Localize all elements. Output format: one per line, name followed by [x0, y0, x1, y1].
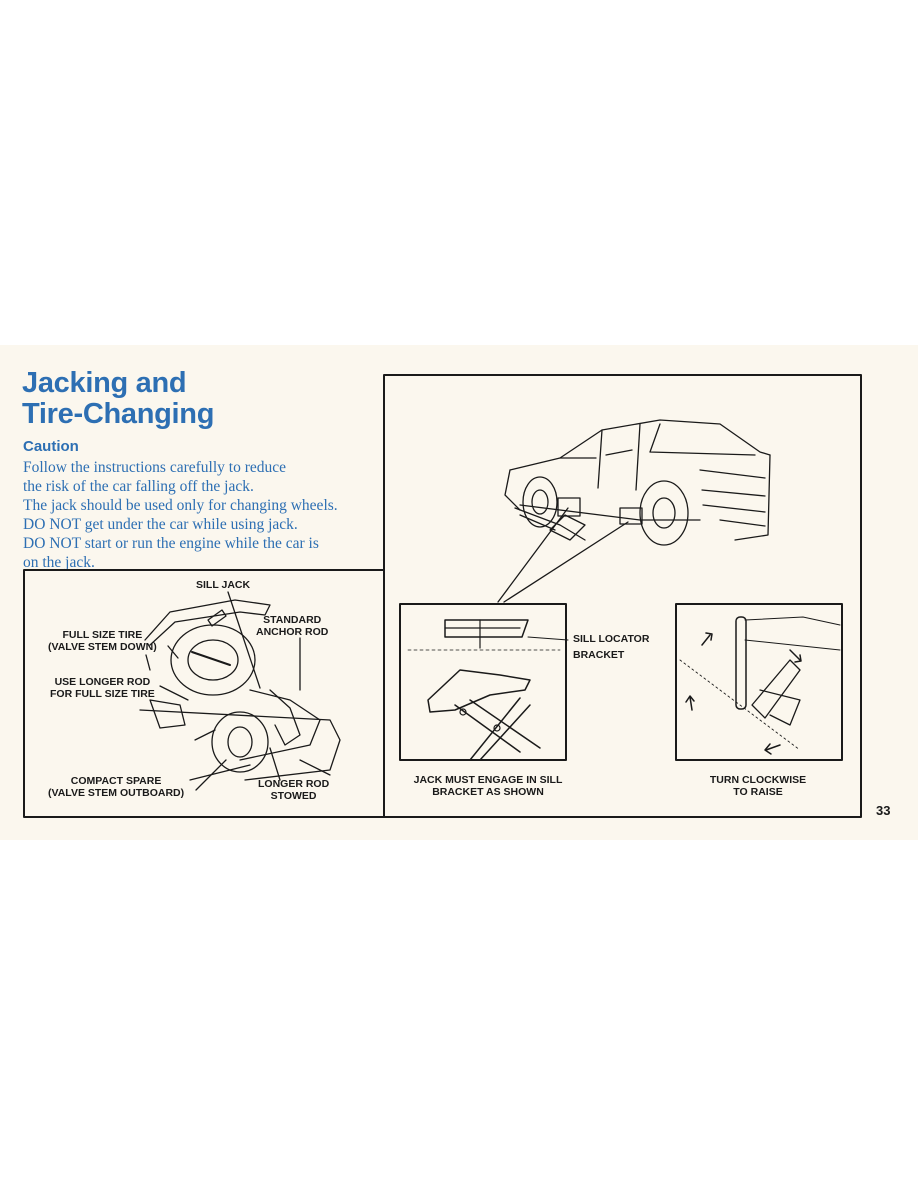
caution-heading: Caution — [23, 438, 79, 455]
caption-line: TURN CLOCKWISE — [709, 774, 807, 786]
label-line: (VALVE STEM OUTBOARD) — [48, 787, 185, 799]
label-line: BRACKET — [573, 649, 625, 661]
manual-page — [0, 345, 918, 840]
page-number: 33 — [876, 803, 891, 818]
label-line: LONGER ROD — [258, 778, 330, 790]
label-sill-jack: SILL JACK — [196, 579, 251, 591]
label-line: STANDARD — [263, 614, 322, 626]
caption-line: JACK MUST ENGAGE IN SILL — [413, 774, 563, 786]
caption-line: BRACKET AS SHOWN — [432, 786, 544, 798]
label-use-longer-rod: USE LONGER ROD FOR FULL SIZE TIRE — [50, 676, 155, 700]
caution-line: Follow the instructions carefully to red… — [23, 459, 287, 476]
caption-jack-engage: JACK MUST ENGAGE IN SILL BRACKET AS SHOW… — [390, 774, 586, 798]
caption-turn-clockwise: TURN CLOCKWISE TO RAISE — [690, 774, 826, 798]
caption-line: TO RAISE — [733, 786, 783, 798]
label-line: FOR FULL SIZE TIRE — [50, 688, 155, 700]
label-line: USE LONGER ROD — [54, 676, 151, 688]
figure-frame-right — [383, 374, 862, 818]
title-line-1: Jacking and — [22, 367, 187, 399]
caution-line: the risk of the car falling off the jack… — [23, 478, 254, 495]
label-line: ANCHOR ROD — [256, 626, 329, 638]
label-line: SILL LOCATOR — [573, 633, 650, 645]
trunk-leader-lines — [145, 591, 301, 791]
label-line: COMPACT SPARE — [70, 775, 162, 787]
jack-detail-illustration — [399, 603, 569, 761]
label-full-size-tire: FULL SIZE TIRE (VALVE STEM DOWN) — [48, 629, 157, 653]
caution-line: The jack should be used only for changin… — [23, 497, 338, 514]
detail-leader-line — [497, 507, 629, 603]
figure-frame-left — [23, 569, 385, 818]
label-longer-rod-stowed: LONGER ROD STOWED — [258, 778, 329, 802]
trunk-illustration — [139, 599, 341, 781]
label-line: (VALVE STEM DOWN) — [48, 641, 157, 653]
page-title: Jacking and Tire-Changing — [22, 368, 214, 430]
label-line: STOWED — [270, 790, 317, 802]
label-sill-locator-bracket: SILL LOCATOR BRACKET — [573, 631, 649, 663]
caution-line: on the jack. — [23, 554, 95, 571]
turn-detail-illustration — [675, 603, 843, 761]
title-line-2: Tire-Changing — [22, 398, 215, 430]
label-compact-spare: COMPACT SPARE (VALVE STEM OUTBOARD) — [48, 775, 184, 799]
car-illustration — [504, 419, 771, 546]
caution-line: DO NOT start or run the engine while the… — [23, 535, 319, 552]
caution-text: Follow the instructions carefully to red… — [23, 458, 383, 572]
caution-line: DO NOT get under the car while using jac… — [23, 516, 298, 533]
label-standard-anchor-rod: STANDARD ANCHOR ROD — [256, 614, 328, 638]
label-line: FULL SIZE TIRE — [62, 629, 143, 641]
